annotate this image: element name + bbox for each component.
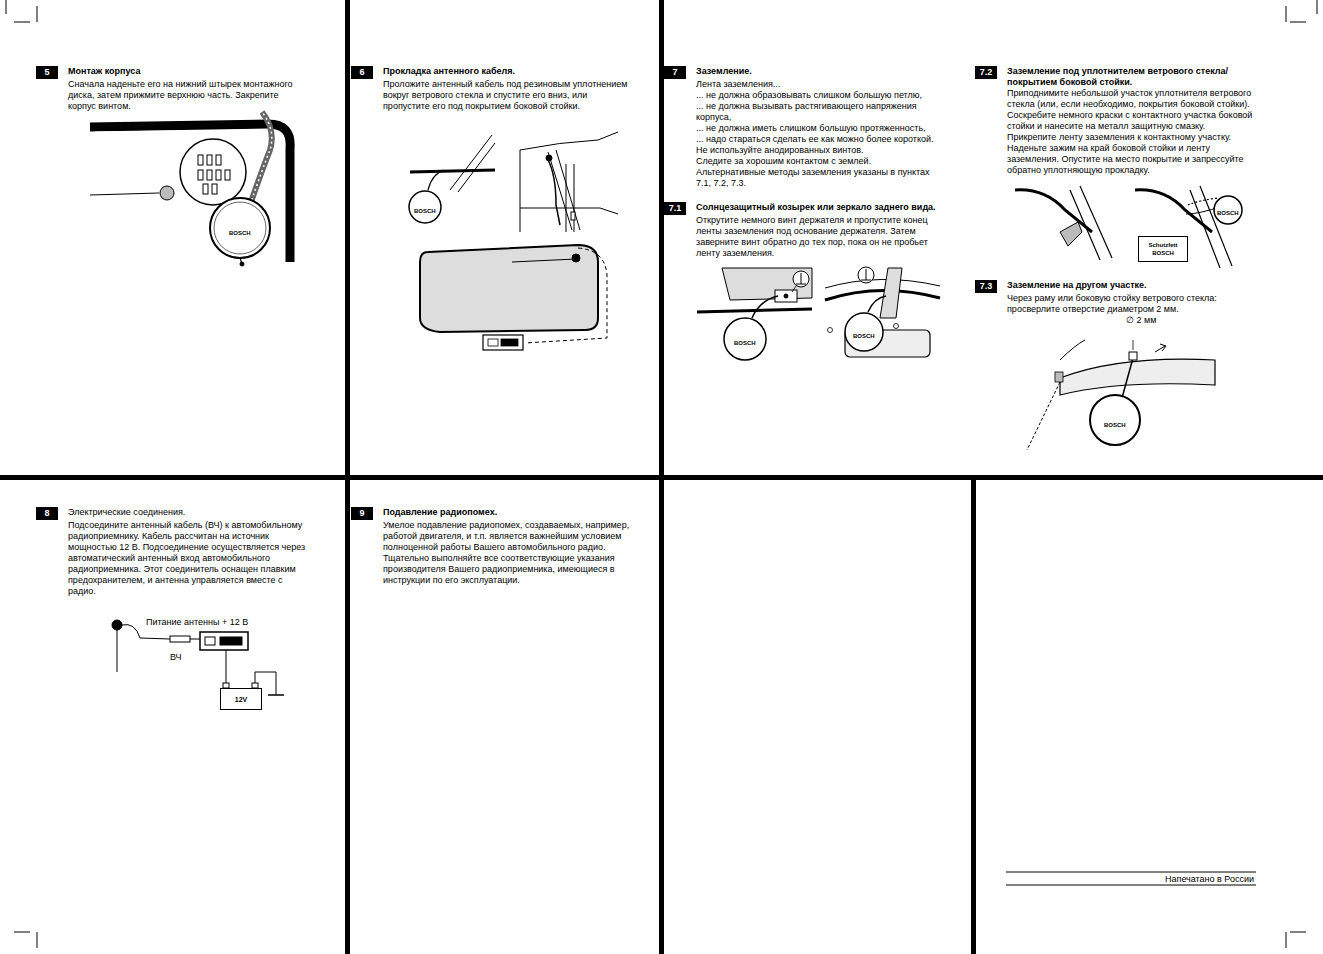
instruction-text: Приподнимите небольшой участок уплотните… — [1007, 88, 1257, 176]
print-note: Напечатано в России — [1165, 874, 1254, 885]
brand-logo: BOSCH — [853, 333, 875, 340]
step-heading: Заземление под уплотнителем ветрового ст… — [1007, 66, 1257, 88]
instruction-text: Проложите антенный кабель под резиновым … — [383, 79, 633, 112]
signal-label: ВЧ — [170, 652, 182, 663]
instruction-text: Умелое подавление радиопомех, создаваемы… — [383, 520, 633, 586]
step-header: 5 Монтаж корпуса — [36, 66, 308, 79]
brand-logo: BOSCH — [414, 208, 436, 215]
step-number: 5 — [36, 66, 58, 79]
instruction-text: ... не должна образовывать слишком больш… — [696, 90, 946, 101]
step-heading: Солнцезащитный козырек или зеркало задне… — [696, 202, 946, 213]
step-heading: Электрические соединения. — [68, 507, 308, 518]
instruction-text: Альтернативные методы заземления указаны… — [696, 167, 946, 189]
step-header: 7 Заземление. — [664, 66, 946, 79]
battery-box: 12V — [220, 688, 262, 710]
instruction-text: ... не должна вызывать растягивающего на… — [696, 101, 946, 123]
step-number: 9 — [351, 507, 373, 520]
step-number: 6 — [351, 66, 373, 79]
step-section: 7.2 Заземление под уплотнителем ветрового… — [975, 66, 1257, 176]
step-section: 7Заземление.Лента заземления...... не до… — [664, 66, 946, 189]
instruction-text: Сначала наденьте его на нижний штырек мо… — [68, 79, 308, 112]
step-header: 7.2 Заземление под уплотнителем ветрового… — [975, 66, 1257, 88]
instruction-text: Следите за хорошим контактом с землей. — [696, 156, 946, 167]
instruction-text: Лента заземления... — [696, 79, 946, 90]
step-header: 8 Электрические соединения. — [36, 507, 308, 520]
step-number: 7.1 — [664, 202, 686, 215]
step-number: 8 — [36, 507, 58, 520]
step-heading: Подавление радиопомех. — [383, 507, 633, 518]
step-header: 7.1 Солнцезащитный козырек или зеркало за… — [664, 202, 946, 215]
instruction-text: ... не должна иметь слишком большую прот… — [696, 123, 946, 134]
brand-logo: BOSCH — [1104, 422, 1126, 429]
instruction-text: Через раму или боковую стойку ветрового … — [1007, 293, 1257, 315]
step-body: Лента заземления...... не должна образов… — [696, 79, 946, 189]
step-section: 7.1 Солнцезащитный козырек или зеркало за… — [664, 202, 946, 259]
step-section: 9 Подавление радиопомех. Умелое подавление… — [351, 507, 633, 586]
step-header: 7.3 Заземление на другом участке. — [975, 280, 1257, 293]
step-body: Открутите немного винт держателя и пропу… — [696, 215, 946, 259]
dimension-label: ∅ 2 мм — [1126, 315, 1156, 326]
brand-logo: BOSCH — [1217, 210, 1239, 217]
step-section: 7.3 Заземление на другом участке. Через ра… — [975, 280, 1257, 315]
step-body: Умелое подавление радиопомех, создаваемы… — [383, 520, 633, 586]
step-section: 6 Прокладка антенного кабеля. Проложите ан… — [351, 66, 633, 112]
step-body: Сначала наденьте его на нижний штырек мо… — [68, 79, 308, 112]
step-heading: Прокладка антенного кабеля. — [383, 66, 633, 77]
instruction-text: Подсоедините антенный кабель (ВЧ) к авто… — [68, 520, 308, 597]
step-header: 9 Подавление радиопомех. — [351, 507, 633, 520]
step-heading: Заземление. — [696, 66, 946, 77]
step-header: 6 Прокладка антенного кабеля. — [351, 66, 633, 79]
step-body: Через раму или боковую стойку ветрового … — [1007, 293, 1257, 315]
step-section: 8 Электрические соединения. Подсоедините а… — [36, 507, 308, 597]
step-number: 7.3 — [975, 280, 997, 293]
brand-logo: BOSCH — [229, 230, 251, 237]
step-heading: Заземление на другом участке. — [1007, 280, 1257, 291]
box-text: Schutzfett — [1142, 241, 1184, 249]
instruction-text: Открутите немного винт держателя и пропу… — [696, 215, 946, 259]
step-heading: Монтаж корпуса — [68, 66, 308, 77]
grease-tube: SchutzfettBOSCH — [1138, 236, 1188, 262]
step-body: Приподнимите небольшой участок уплотните… — [1007, 88, 1257, 176]
box-text: BOSCH — [1142, 249, 1184, 257]
step-number: 7 — [664, 66, 686, 79]
step-body: Проложите антенный кабель под резиновым … — [383, 79, 633, 112]
signal-label: Питание антенны + 12 В — [146, 617, 248, 628]
step-body: Подсоедините антенный кабель (ВЧ) к авто… — [68, 520, 308, 597]
step-number: 7.2 — [975, 66, 997, 79]
box-text: 12V — [224, 695, 258, 704]
instruction-text: Не используйте анодированных винтов. — [696, 145, 946, 156]
instruction-text: ... надо стараться сделать ее как можно … — [696, 134, 946, 145]
step-section: 5 Монтаж корпусаСначала наденьте его на н… — [36, 66, 308, 112]
brand-logo: BOSCH — [734, 340, 756, 347]
